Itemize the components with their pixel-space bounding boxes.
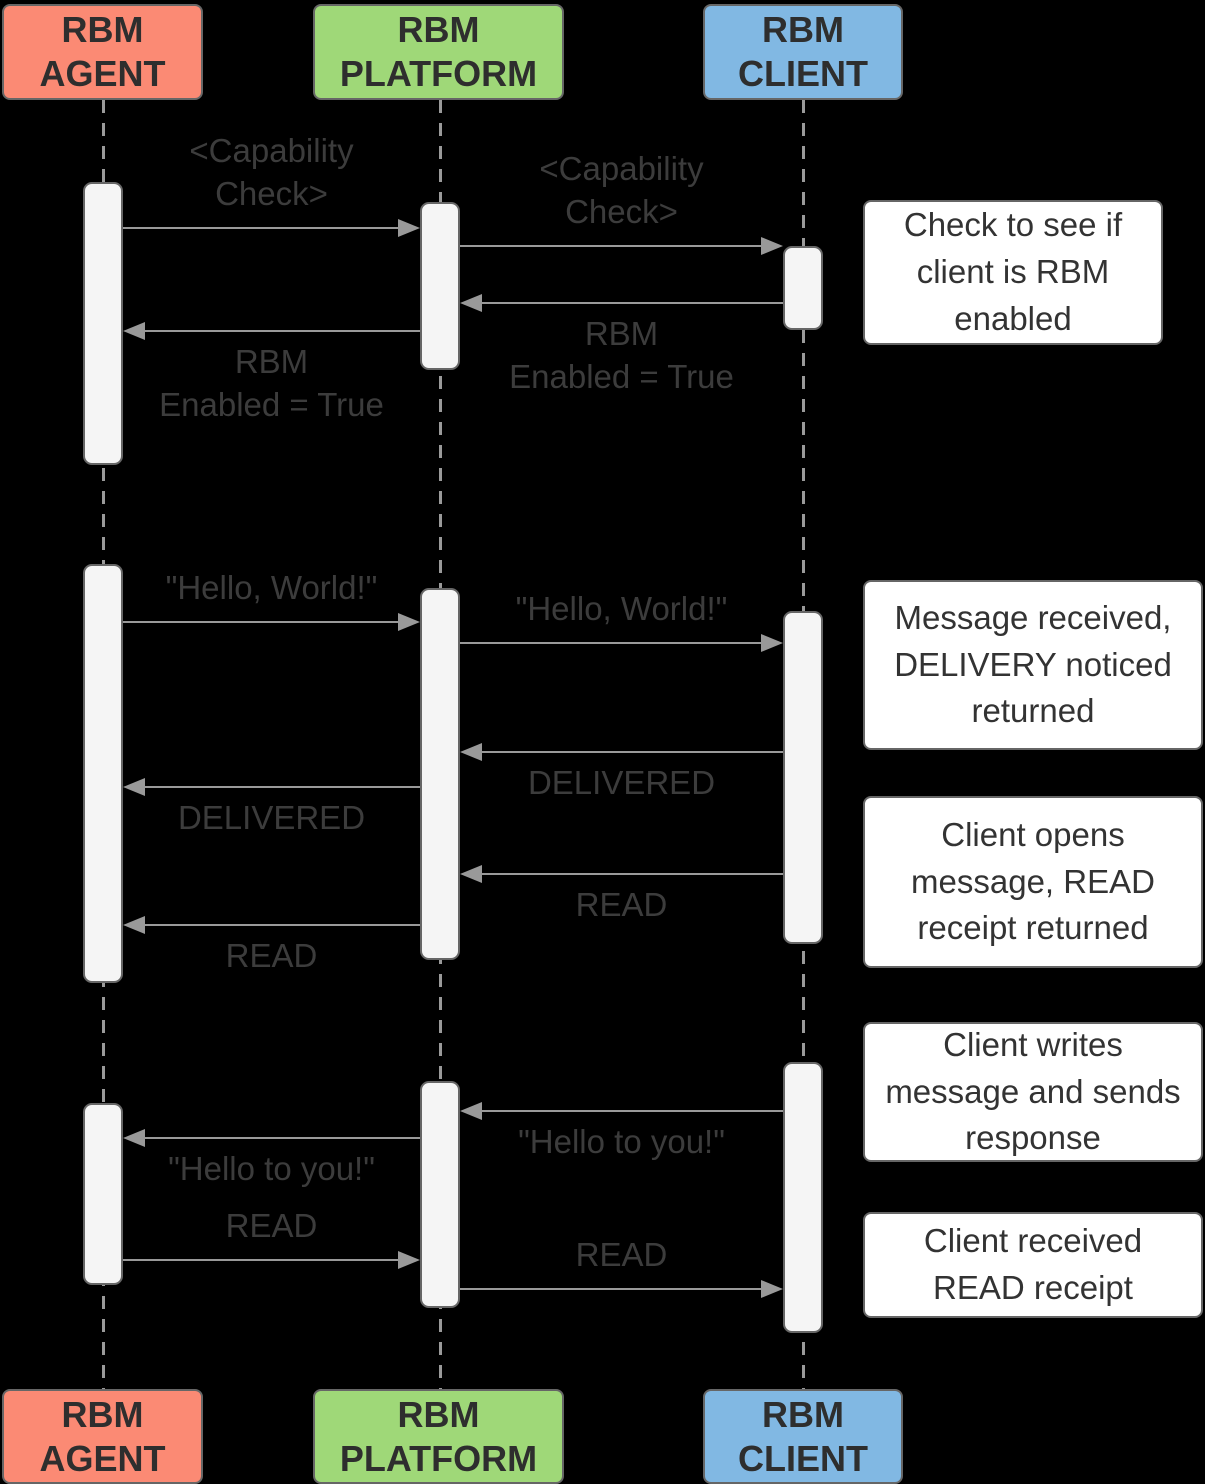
arrowhead-12 — [398, 1251, 420, 1269]
arrowhead-3 — [123, 322, 145, 340]
actor-client-top: RBM CLIENT — [703, 4, 903, 100]
arrowhead-8 — [460, 865, 482, 883]
message-label-3: RBM Enabled = True — [159, 343, 384, 423]
arrowhead-6 — [460, 743, 482, 761]
note-0: Check to see if client is RBM enabled — [863, 200, 1163, 345]
message-label-6: DELIVERED — [527, 764, 716, 801]
message-label-10: "Hello to you!" — [518, 1123, 725, 1160]
message-line-10 — [478, 1110, 783, 1112]
arrowhead-11 — [123, 1129, 145, 1147]
message-label-4: "Hello, World!" — [165, 569, 378, 607]
arrowhead-7 — [123, 778, 145, 796]
actor-platform-top: RBM PLATFORM — [313, 4, 564, 100]
arrowhead-0 — [398, 219, 420, 237]
arrowhead-10 — [460, 1102, 482, 1120]
message-label-11: "Hello to you!" — [168, 1150, 375, 1187]
note-4: Client received READ receipt — [863, 1212, 1203, 1318]
message-label-5: "Hello, World!" — [515, 590, 728, 628]
note-1: Message received, DELIVERY noticed retur… — [863, 580, 1203, 750]
activation-agent-3 — [83, 564, 123, 983]
message-line-5 — [460, 642, 765, 644]
activation-client-2 — [783, 246, 823, 330]
message-line-6 — [478, 751, 783, 753]
message-label-1: <Capability Check> — [539, 150, 704, 231]
message-line-4 — [123, 621, 402, 623]
message-line-9 — [141, 924, 420, 926]
message-line-2 — [478, 302, 783, 304]
message-line-7 — [141, 786, 420, 788]
arrowhead-5 — [761, 634, 783, 652]
actor-agent-bottom: RBM AGENT — [2, 1389, 203, 1484]
activation-client-5 — [783, 611, 823, 944]
message-label-2: RBM Enabled = True — [509, 315, 734, 395]
message-label-12: READ — [225, 1207, 318, 1245]
activation-agent-0 — [83, 182, 123, 465]
message-label-13: READ — [575, 1236, 668, 1274]
arrowhead-9 — [123, 916, 145, 934]
message-line-11 — [141, 1137, 420, 1139]
activation-client-8 — [783, 1062, 823, 1333]
activation-agent-6 — [83, 1103, 123, 1285]
actor-platform-bottom: RBM PLATFORM — [313, 1389, 564, 1484]
message-label-9: READ — [225, 937, 318, 974]
activation-platform-7 — [420, 1081, 460, 1308]
message-line-0 — [123, 227, 402, 229]
arrowhead-13 — [761, 1280, 783, 1298]
message-label-7: DELIVERED — [177, 799, 366, 836]
actor-client-bottom: RBM CLIENT — [703, 1389, 903, 1484]
message-line-8 — [478, 873, 783, 875]
message-line-1 — [460, 245, 765, 247]
note-3: Client writes message and sends response — [863, 1022, 1203, 1162]
arrowhead-4 — [398, 613, 420, 631]
message-line-13 — [460, 1288, 765, 1290]
arrowhead-1 — [761, 237, 783, 255]
activation-platform-4 — [420, 588, 460, 960]
activation-platform-1 — [420, 202, 460, 370]
note-2: Client opens message, READ receipt retur… — [863, 796, 1203, 968]
arrowhead-2 — [460, 294, 482, 312]
message-line-12 — [123, 1259, 402, 1261]
message-line-3 — [141, 330, 420, 332]
actor-agent-top: RBM AGENT — [2, 4, 203, 100]
message-label-0: <Capability Check> — [189, 132, 354, 213]
message-label-8: READ — [575, 886, 668, 923]
